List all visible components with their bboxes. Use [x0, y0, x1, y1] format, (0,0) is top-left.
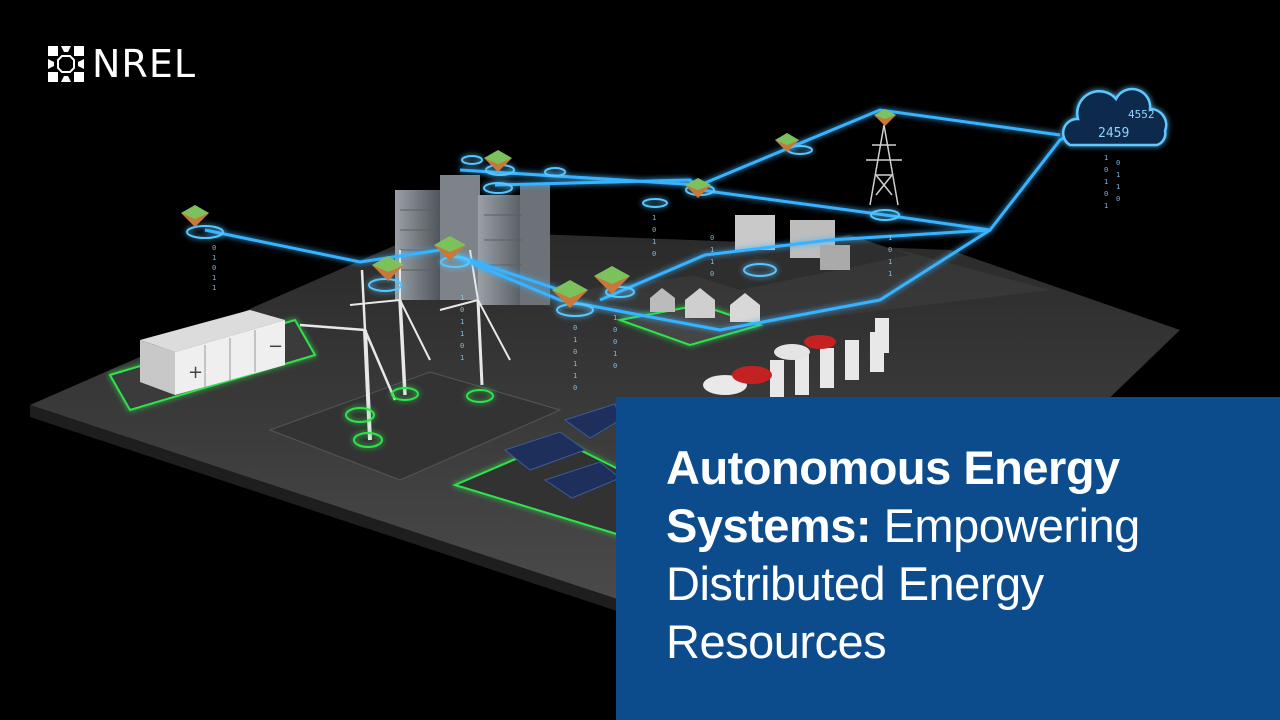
svg-text:0: 0	[573, 384, 577, 392]
svg-text:1: 1	[212, 274, 216, 282]
ev-charging-station	[703, 318, 889, 400]
svg-text:1: 1	[1104, 202, 1108, 210]
svg-text:0: 0	[1104, 190, 1108, 198]
svg-text:0: 0	[613, 326, 617, 334]
svg-text:0: 0	[710, 234, 714, 242]
svg-text:1: 1	[1116, 183, 1120, 191]
nrel-logo-text: NREL	[92, 42, 197, 86]
svg-text:0: 0	[613, 362, 617, 370]
svg-text:0: 0	[710, 270, 714, 278]
svg-text:1: 1	[460, 330, 464, 338]
svg-text:1: 1	[573, 372, 577, 380]
svg-text:0: 0	[888, 246, 892, 254]
svg-text:0: 0	[573, 348, 577, 356]
svg-text:1: 1	[652, 238, 656, 246]
svg-text:1: 1	[1116, 171, 1120, 179]
svg-text:0: 0	[212, 264, 216, 272]
svg-text:0: 0	[652, 250, 656, 258]
video-title-regular: Empowering Distributed Energy Resources	[666, 499, 1140, 668]
blue-rings	[186, 145, 900, 317]
svg-text:1: 1	[710, 258, 714, 266]
svg-text:0: 0	[613, 338, 617, 346]
svg-text:1: 1	[460, 318, 464, 326]
cloud-digits-top: 4552	[1128, 108, 1155, 121]
svg-text:1: 1	[573, 360, 577, 368]
svg-text:1: 1	[613, 350, 617, 358]
svg-text:1: 1	[613, 314, 617, 322]
svg-text:1: 1	[573, 336, 577, 344]
city-buildings	[395, 175, 550, 305]
svg-text:1: 1	[460, 294, 464, 302]
svg-text:1: 1	[888, 258, 892, 266]
svg-text:1: 1	[710, 246, 714, 254]
svg-text:1: 1	[888, 234, 892, 242]
cloud-icon: 4552 2459	[1061, 87, 1168, 147]
svg-text:0: 0	[460, 342, 464, 350]
svg-text:1: 1	[212, 284, 216, 292]
svg-text:1: 1	[212, 254, 216, 262]
svg-text:1: 1	[460, 354, 464, 362]
svg-text:1: 1	[652, 214, 656, 222]
solar-panels	[503, 403, 621, 499]
transmission-tower	[866, 124, 902, 206]
svg-text:0: 0	[1116, 159, 1120, 167]
svg-text:0: 0	[573, 324, 577, 332]
battery-storage: + −	[140, 310, 285, 395]
houses	[650, 288, 760, 322]
cloud-digits-bottom: 2459	[1098, 126, 1129, 141]
wind-turbines	[299, 249, 511, 441]
svg-text:0: 0	[1116, 195, 1120, 203]
substation	[735, 215, 850, 270]
svg-text:0: 0	[460, 306, 464, 314]
green-rings	[345, 387, 494, 448]
video-title-bold: Autonomous Energy Systems:	[666, 441, 1120, 552]
video-title: Autonomous Energy Systems: Empowering Di…	[666, 439, 1250, 671]
svg-text:0: 0	[212, 244, 216, 252]
svg-text:0: 0	[652, 226, 656, 234]
nrel-logo-mark-icon	[48, 46, 84, 82]
svg-text:1: 1	[1104, 154, 1108, 162]
svg-text:+: +	[188, 362, 203, 383]
svg-text:0: 0	[1104, 166, 1108, 174]
nrel-logo: NREL	[46, 44, 196, 84]
title-panel: Autonomous Energy Systems: Empowering Di…	[616, 397, 1280, 720]
svg-text:1: 1	[888, 270, 892, 278]
agent-nodes	[181, 109, 896, 308]
svg-text:−: −	[268, 336, 283, 357]
svg-text:1: 1	[1104, 178, 1108, 186]
